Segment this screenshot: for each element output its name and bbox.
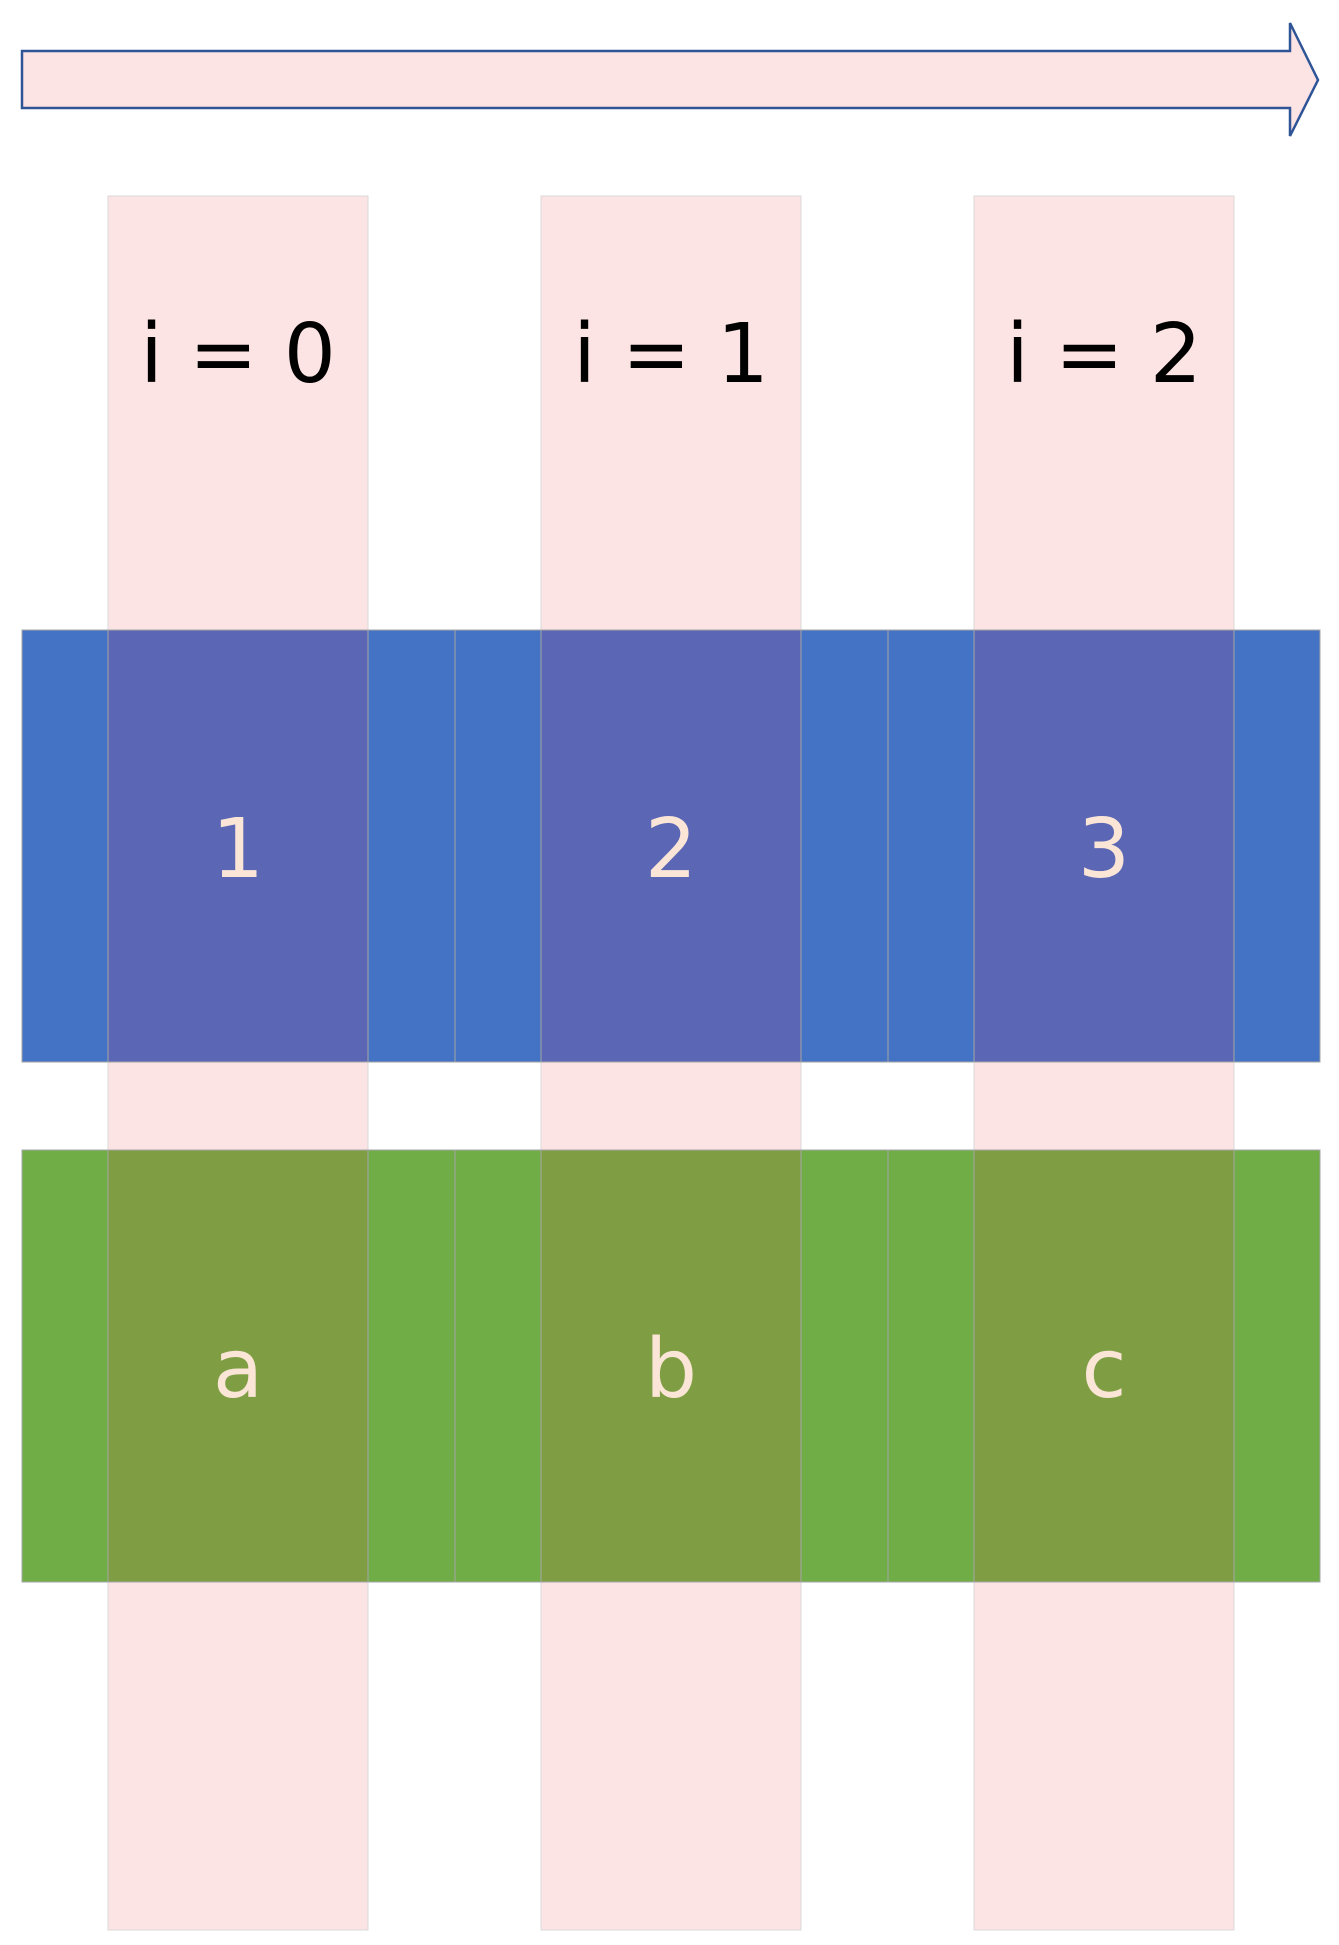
- array2-cell: [454, 1149, 542, 1583]
- array1-cell: [454, 629, 542, 1063]
- array2-labels: a b c: [213, 1322, 1127, 1417]
- array1-value-1: 2: [645, 802, 697, 897]
- array1-cell: [1233, 629, 1321, 1063]
- array2-cell: [1233, 1149, 1321, 1583]
- iteration-column-2: [973, 195, 1235, 1931]
- iteration-column-0: [107, 195, 369, 1931]
- array1-row: [21, 629, 1321, 1063]
- array2-cell: [367, 1149, 456, 1583]
- array2-cell: [800, 1149, 889, 1583]
- array2-value-1: b: [645, 1322, 697, 1417]
- array1-labels: 1 2 3: [212, 802, 1130, 897]
- index-label-0: i = 0: [140, 307, 336, 402]
- index-labels: i = 0 i = 1 i = 2: [140, 307, 1202, 402]
- array1-highlight-cell: [107, 629, 369, 1063]
- array1-value-0: 1: [212, 802, 264, 897]
- iteration-column-1: [540, 195, 802, 1931]
- array2-highlight-cell: [973, 1149, 1235, 1583]
- array2-cell: [887, 1149, 975, 1583]
- array-rows: [21, 629, 1321, 1583]
- progress-arrow: [20, 22, 1320, 137]
- array1-value-2: 3: [1078, 802, 1130, 897]
- index-label-1: i = 1: [573, 307, 769, 402]
- iteration-columns: [107, 195, 1235, 1931]
- array2-row: [21, 1149, 1321, 1583]
- array1-cell: [21, 629, 109, 1063]
- index-label-2: i = 2: [1006, 307, 1202, 402]
- array2-cell: [21, 1149, 109, 1583]
- array1-cell: [367, 629, 456, 1063]
- array2-value-0: a: [213, 1322, 263, 1417]
- array1-cell: [800, 629, 889, 1063]
- array1-highlight-cell: [973, 629, 1235, 1063]
- array1-highlight-cell: [540, 629, 802, 1063]
- array2-highlight-cell: [540, 1149, 802, 1583]
- array1-cell: [887, 629, 975, 1063]
- array2-value-2: c: [1081, 1322, 1126, 1417]
